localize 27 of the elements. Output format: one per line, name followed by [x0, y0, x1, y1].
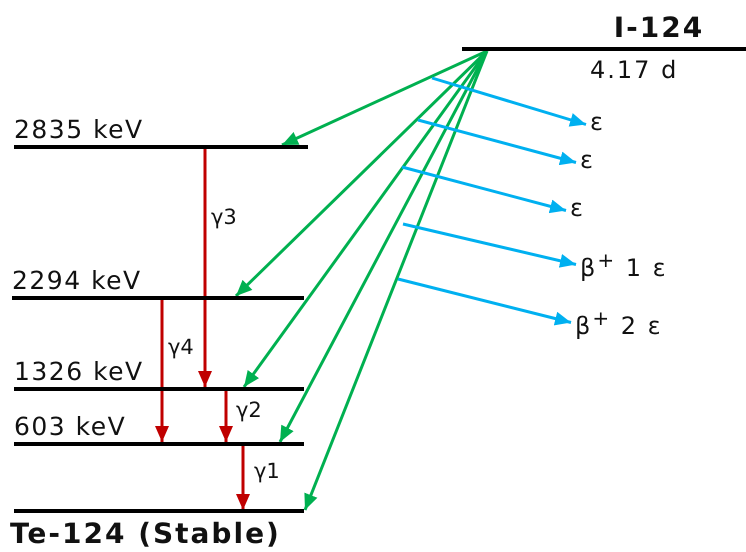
arrow	[198, 149, 212, 387]
edge-label: γ1	[254, 460, 280, 484]
level-label: 2835 keV	[14, 115, 144, 145]
level-label: 2294 keV	[12, 266, 142, 296]
arrow	[155, 300, 169, 442]
arrow	[418, 118, 576, 166]
edge-label: γ2	[236, 399, 262, 422]
decay-mode-label: ε	[590, 108, 605, 137]
arrow	[219, 391, 233, 442]
arrow	[236, 446, 250, 510]
half-life-label: 4.17 d	[590, 56, 678, 85]
level-label: 603 keV	[14, 412, 126, 442]
level-label: Te-124 (Stable)	[10, 517, 281, 551]
arrow	[398, 278, 572, 326]
decay-mode-label: ε	[580, 146, 595, 175]
arrow	[304, 50, 488, 511]
arrow	[402, 222, 576, 268]
edge-label: γ3	[211, 206, 237, 230]
level-label: I-124	[614, 11, 704, 45]
arrow	[432, 76, 586, 127]
arrow	[402, 166, 566, 214]
decay-mode-label: β$^{+}$ 2 ε	[575, 306, 663, 341]
edge-label: γ4	[168, 336, 194, 360]
decay-mode-label: β$^{+}$ 1 ε	[580, 248, 668, 283]
arrow	[278, 50, 488, 443]
decay-mode-label: ε	[570, 194, 585, 223]
level-label: 1326 keV	[14, 357, 144, 387]
